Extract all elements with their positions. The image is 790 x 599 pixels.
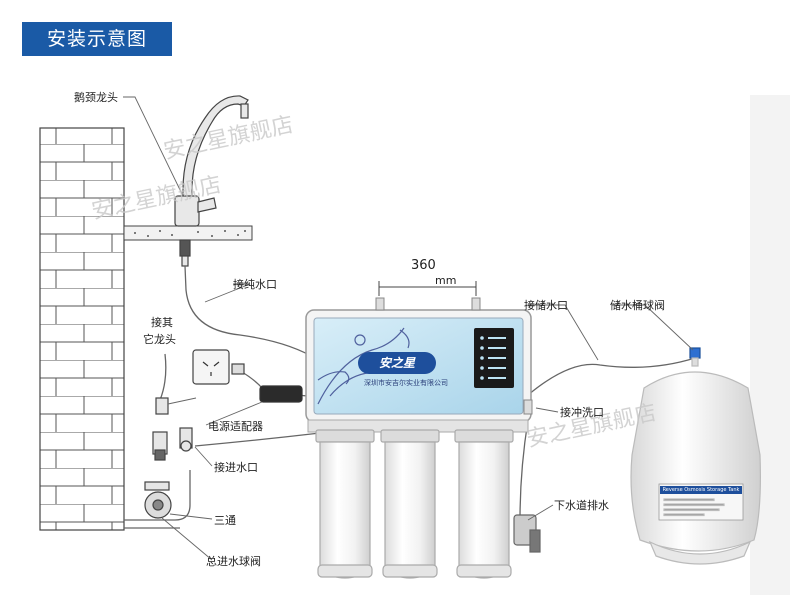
company-name: 深圳市安吉尔实业有限公司: [364, 379, 448, 387]
label-connect-other-faucet-1: 接其: [151, 316, 173, 329]
gooseneck-faucet: [174, 95, 249, 267]
label-water-inlet: 接进水口: [214, 461, 258, 474]
page-title: 安装示意图: [22, 22, 172, 56]
drain-clamp: [513, 514, 541, 553]
brick-wall: [39, 127, 125, 531]
filter-3: [454, 429, 514, 579]
filter-cartridges: [315, 429, 514, 579]
storage-tank: [630, 347, 761, 565]
filter-2: [380, 429, 440, 579]
connector-hardware: [144, 397, 193, 519]
countertop: [123, 225, 253, 241]
label-storage-outlet: 接储水口: [524, 299, 568, 312]
dimension-unit: mm: [435, 274, 457, 287]
leader-lines: [123, 96, 694, 561]
brand-logo: 安之星: [358, 352, 436, 374]
label-connect-other-faucet-2: 它龙头: [143, 333, 176, 346]
label-main-inlet-ball-valve: 总进水球阀: [206, 555, 261, 568]
label-power-adapter: 电源适配器: [208, 420, 263, 433]
label-tank-ball-valve: 储水桶球阀: [610, 299, 665, 312]
label-flush-outlet: 接冲洗口: [560, 406, 604, 419]
dimension-line: [378, 281, 477, 296]
filter-1: [315, 429, 375, 579]
power-socket: [192, 349, 245, 385]
label-drain-outlet: 下水道排水: [554, 499, 609, 512]
power-adapter: [259, 385, 303, 403]
label-gooseneck-faucet: 鹅颈龙头: [74, 91, 118, 104]
dimension-value: 360: [411, 258, 436, 273]
label-pure-water-outlet: 接纯水口: [233, 278, 277, 291]
label-tee: 三通: [214, 514, 236, 527]
tank-label-title: Reverse Osmosis Storage Tank: [662, 487, 740, 493]
